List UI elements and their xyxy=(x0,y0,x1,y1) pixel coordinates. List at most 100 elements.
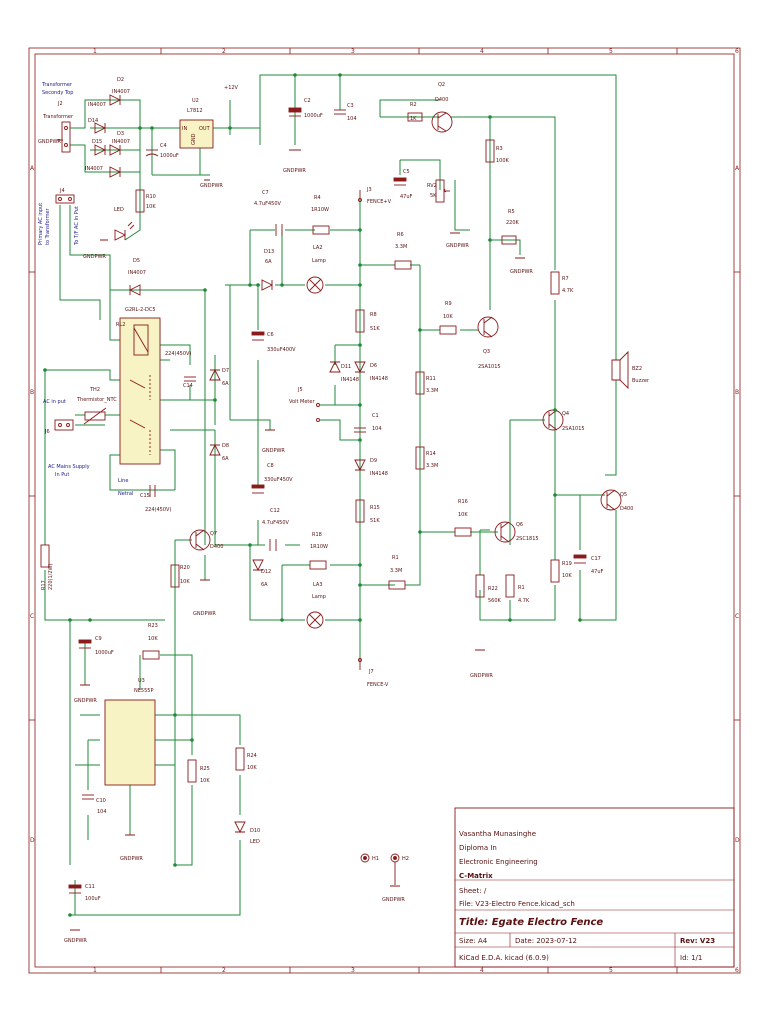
val-c8: 330uF450V xyxy=(264,477,293,483)
resistor-r2 xyxy=(407,112,423,122)
val-c5: 47uF xyxy=(400,194,413,200)
val-r16: 10K xyxy=(458,512,468,518)
diode-d15 xyxy=(94,144,107,156)
cap-c1 xyxy=(354,427,366,433)
cap-c15 xyxy=(149,485,156,497)
ref-r3: R3 xyxy=(496,146,503,152)
tb-tool: KiCad E.D.A. kicad (6.0.9) xyxy=(459,954,549,962)
gnd-j2: GNDPWR xyxy=(38,139,61,145)
row-d-left: D xyxy=(30,837,35,844)
resistor-r14 xyxy=(415,446,425,470)
val-r17: 220(1/2W) xyxy=(48,564,54,590)
ref-c15: C15 xyxy=(140,493,150,499)
col-2-bottom: 2 xyxy=(222,967,226,974)
val-c17: 47uF xyxy=(591,569,604,575)
diode-d11 xyxy=(329,360,341,373)
tb-company: C-Matrix xyxy=(459,872,493,880)
note-in-put: In Put xyxy=(55,472,69,478)
resistor-r1 xyxy=(505,574,515,598)
sheet-frame xyxy=(28,47,741,974)
resistor-r1p xyxy=(388,580,406,590)
diode-d3 xyxy=(109,144,122,156)
junctions xyxy=(43,73,582,917)
gnd-u3: GNDPWR xyxy=(120,856,143,862)
val-r1: 4.7K xyxy=(518,598,530,604)
net-12v: +12V xyxy=(224,85,239,91)
resistor-r18 xyxy=(309,560,327,570)
ref-c17: C17 xyxy=(591,556,601,562)
val-j2: Transformer xyxy=(42,114,74,120)
connector-j3 xyxy=(358,190,362,202)
col-5-bottom: 5 xyxy=(609,967,613,974)
mount-h1 xyxy=(360,853,370,863)
ref-r7: R7 xyxy=(562,276,569,282)
pin-u2-gnd: GND xyxy=(191,133,197,145)
ref-c2: C2 xyxy=(304,98,311,104)
val-c14: 224(450V) xyxy=(165,351,191,357)
diode-d13 xyxy=(261,279,274,291)
ref-bz2: BZ2 xyxy=(632,366,642,372)
col-1-bottom: 1 xyxy=(93,967,97,974)
val-d5: IN4007 xyxy=(128,270,146,276)
ref-r20: R20 xyxy=(180,565,190,571)
ref-j6: J6 xyxy=(44,429,50,435)
val-c15: 224(450V) xyxy=(145,507,171,513)
val-d11: IN4148 xyxy=(341,377,359,383)
tb-date: Date: 2023-07-12 xyxy=(515,937,577,945)
gnd-u2: GNDPWR xyxy=(200,183,223,189)
pin-u2-out: OUT xyxy=(199,126,211,132)
cap-c3 xyxy=(334,109,346,115)
cap-c5 xyxy=(393,177,407,186)
val-r6: 3.3M xyxy=(395,244,407,250)
tb-id: Id: 1/1 xyxy=(680,954,702,962)
ref-c3: C3 xyxy=(347,103,354,109)
gnd-led: GNDPWR xyxy=(83,254,106,260)
ref-q2: Q2 xyxy=(438,82,445,88)
ref-j2: J2 xyxy=(57,101,63,107)
transistor-q4 xyxy=(542,409,564,431)
cap-c10 xyxy=(82,794,94,800)
row-a-left: A xyxy=(30,165,35,172)
ref-r15: R15 xyxy=(370,505,380,511)
connector-j5 xyxy=(316,403,320,422)
val-r23: 10K xyxy=(148,636,158,642)
ref-c4: C4 xyxy=(160,143,167,149)
val-u2: L7812 xyxy=(187,108,203,114)
timer-u3 xyxy=(104,699,156,786)
ref-la3: LA3 xyxy=(313,582,323,588)
col-2-top: 2 xyxy=(222,48,226,55)
ref-r1p: R1 xyxy=(392,555,399,561)
resistor-r15 xyxy=(355,499,365,523)
ref-d3: D3 xyxy=(117,131,124,137)
val-rv2: 5K xyxy=(430,193,437,199)
val-d3: IN4007 xyxy=(112,139,130,145)
cap-c2 xyxy=(288,107,302,117)
ref-c6: C6 xyxy=(267,332,274,338)
relay-rl2 xyxy=(119,317,161,465)
resistor-r16 xyxy=(454,527,472,537)
cap-c9 xyxy=(78,639,92,649)
led-d10 xyxy=(234,821,246,834)
val-th2: Thermistor_NTC xyxy=(76,397,117,403)
diode-d12 xyxy=(252,559,264,572)
val-la2: Lamp xyxy=(312,258,326,264)
tb-file: File: V23-Electro Fence.kicad_sch xyxy=(459,900,575,908)
tb-qual2: Electronic Engineering xyxy=(459,858,538,866)
resistor-r10 xyxy=(135,189,145,213)
resistor-r5 xyxy=(501,235,517,245)
ref-r23: R23 xyxy=(148,623,158,629)
cap-c17 xyxy=(573,554,587,564)
val-u3: NE555P xyxy=(134,688,153,694)
val-r20: 10K xyxy=(180,579,190,585)
ref-c7: C7 xyxy=(262,190,269,196)
title-block: Vasantha Munasinghe Diploma In Electroni… xyxy=(454,807,735,968)
row-c-right: C xyxy=(735,613,739,620)
diode-d2 xyxy=(109,94,122,106)
row-b-right: B xyxy=(735,389,739,396)
resistor-r19 xyxy=(550,559,560,583)
resistor-r20 xyxy=(170,564,180,588)
col-4-bottom: 4 xyxy=(480,967,484,974)
col-6-bottom: 6 xyxy=(735,967,739,974)
ref-c12: C12 xyxy=(270,508,280,514)
ref-q6: Q6 xyxy=(516,522,523,528)
